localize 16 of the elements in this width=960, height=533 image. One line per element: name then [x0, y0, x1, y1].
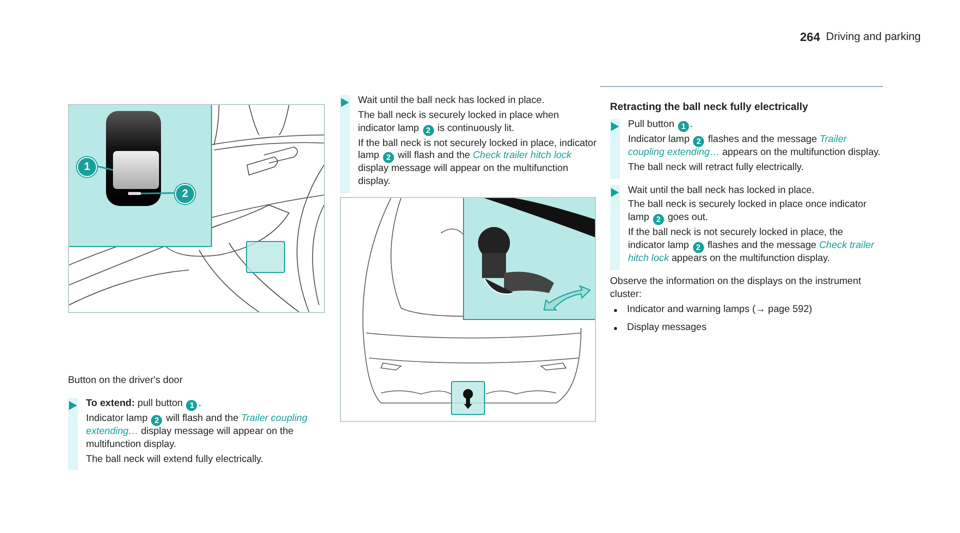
paragraph: Wait until the ball neck has locked in place. — [628, 184, 816, 198]
callout-number: 2 — [175, 184, 195, 204]
paragraph: Wait until the ball neck has locked in place. — [358, 95, 546, 108]
paragraph: The ball neck will extend fully electrically. — [86, 454, 264, 466]
section-title: Driving and parking — [826, 31, 921, 43]
paragraph: The ball neck will retract fully electrically. — [628, 162, 805, 175]
heading: Retracting the ball neck fully electrically — [610, 102, 810, 113]
list-item: Display messages — [627, 322, 706, 335]
paragraph: Observe the information on the displays on the instrument cluster: — [610, 276, 862, 302]
indicator-lamp — [128, 192, 141, 195]
callout-number: 1 — [77, 157, 97, 177]
figure-caption: Button on the driver's door — [68, 375, 184, 386]
page-number: 264 — [800, 30, 820, 44]
leader-line — [96, 165, 114, 171]
switch-button — [113, 151, 159, 189]
list-item: Indicator and warning lamps (→ page 592) — [627, 304, 812, 318]
